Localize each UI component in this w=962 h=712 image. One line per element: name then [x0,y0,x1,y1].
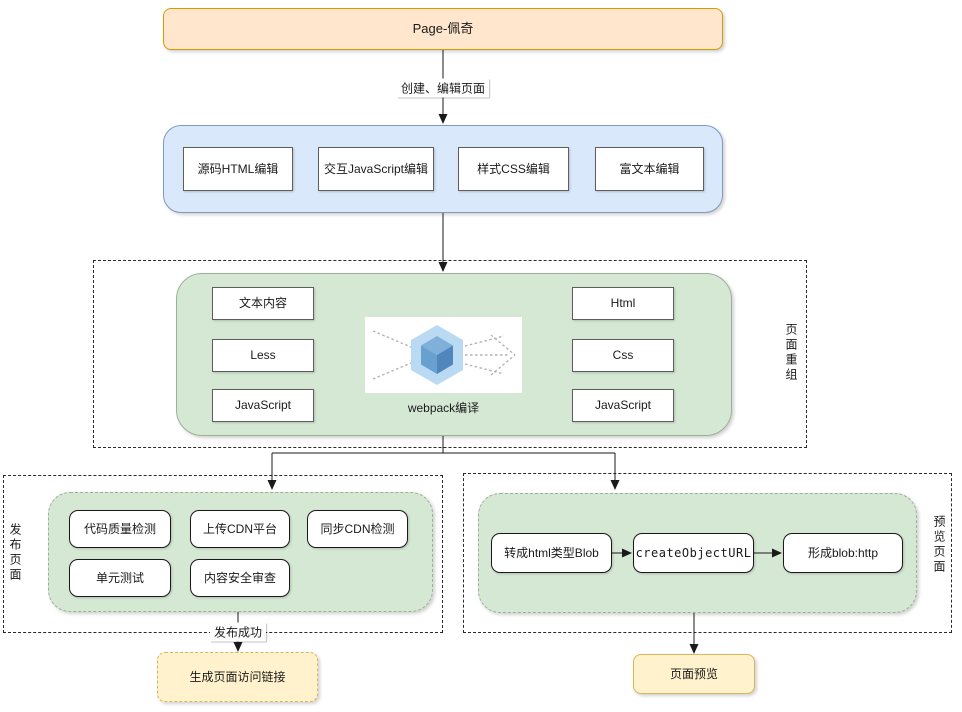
node-html-output[interactable]: Html [572,287,674,320]
node-unit-test[interactable]: 单元测试 [69,559,171,597]
node-html-source-edit[interactable]: 源码HTML编辑 [183,147,293,191]
node-create-object-url[interactable]: createObjectURL [633,533,754,573]
node-upload-cdn[interactable]: 上传CDN平台 [190,510,290,548]
webpack-icon-panel[interactable] [365,317,522,393]
node-css-style-edit[interactable]: 样式CSS编辑 [458,147,569,191]
webpack-compile-label: webpack编译 [407,401,480,415]
node-blob-http[interactable]: 形成blob:http [783,533,903,573]
node-html-blob[interactable]: 转成html类型Blob [491,533,612,573]
node-text-content[interactable]: 文本内容 [212,287,314,320]
node-javascript-input[interactable]: JavaScript [212,389,314,422]
webpack-cube-icon [372,325,516,385]
node-less-input[interactable]: Less [212,339,314,372]
edge-label-publish-success: 发布成功 [209,622,267,642]
node-richtext-edit[interactable]: 富文本编辑 [595,147,704,191]
node-js-interaction-edit[interactable]: 交互JavaScript编辑 [318,147,434,191]
preview-region-label: 预览页面 [931,514,948,576]
edge-label-create-edit: 创建、编辑页面 [396,78,490,98]
recompose-region-label: 页面重组 [783,322,800,384]
node-code-quality-check[interactable]: 代码质量检测 [69,510,171,548]
node-page-preview[interactable]: 页面预览 [633,654,755,694]
node-javascript-output[interactable]: JavaScript [572,389,674,422]
publish-region-label: 发布页面 [7,522,24,584]
node-css-output[interactable]: Css [572,339,674,372]
node-content-security-review[interactable]: 内容安全审查 [190,559,290,597]
node-sync-cdn-check[interactable]: 同步CDN检测 [307,510,408,548]
preview-region[interactable] [463,473,952,633]
node-page-peiqi[interactable]: Page-佩奇 [163,8,723,50]
node-generate-page-link[interactable]: 生成页面访问链接 [157,652,318,702]
